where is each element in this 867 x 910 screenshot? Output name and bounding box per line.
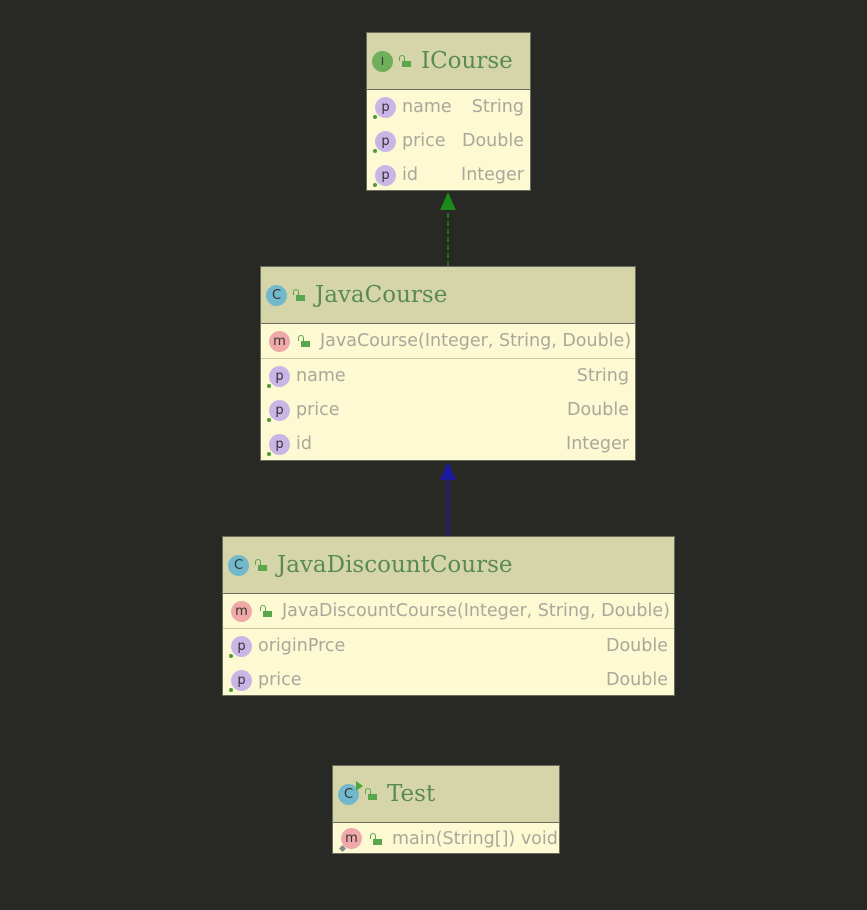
property-type: Double: [566, 400, 629, 420]
class-box-icourse[interactable]: I ICourse p name String p price Double p…: [366, 32, 531, 191]
property-row[interactable]: p price Double: [223, 663, 674, 697]
method-row[interactable]: m JavaCourse(Integer, String, Double): [261, 324, 635, 358]
property-name: id: [402, 165, 418, 185]
class-title: Test: [387, 781, 436, 807]
method-icon: m: [338, 828, 362, 853]
property-name: id: [296, 434, 312, 454]
property-name: price: [402, 131, 446, 151]
runnable-class-icon: C: [338, 780, 363, 805]
class-box-javadiscountcourse[interactable]: C JavaDiscountCourse m JavaDiscountCours…: [222, 536, 675, 696]
property-icon: p: [267, 399, 290, 422]
extends-arrowhead: [440, 462, 456, 480]
property-row[interactable]: p name String: [367, 90, 530, 124]
properties-section: p originPrce Double p price Double: [223, 629, 674, 697]
property-name: price: [258, 670, 302, 690]
property-type: Integer: [461, 165, 524, 185]
method-signature: JavaCourse(Integer, String, Double): [320, 331, 632, 351]
class-header[interactable]: C JavaCourse: [261, 267, 635, 324]
property-type: String: [471, 97, 524, 117]
properties-section: p name String p price Double p id Intege…: [367, 90, 530, 192]
class-header[interactable]: I ICourse: [367, 33, 530, 90]
method-icon: m: [231, 600, 252, 622]
method-row[interactable]: m JavaDiscountCourse(Integer, String, Do…: [223, 594, 674, 628]
property-icon: p: [229, 669, 252, 692]
property-icon: p: [229, 635, 252, 658]
public-lock-icon: [399, 55, 411, 67]
property-icon: p: [373, 130, 396, 153]
public-lock-icon: [255, 559, 267, 571]
property-icon: p: [267, 433, 290, 456]
property-type: Double: [605, 636, 668, 656]
method-row[interactable]: m main(String[]) void: [333, 823, 559, 854]
class-title: ICourse: [421, 48, 513, 74]
property-type: Integer: [566, 434, 629, 454]
interface-icon: I: [372, 50, 393, 72]
property-icon: p: [373, 164, 396, 187]
class-box-test[interactable]: C Test m main(String[]) void: [332, 765, 560, 854]
public-lock-icon: [298, 335, 310, 347]
class-title: JavaDiscountCourse: [277, 552, 513, 578]
property-row[interactable]: p name String: [261, 359, 635, 393]
property-name: originPrce: [258, 636, 346, 656]
class-box-javacourse[interactable]: C JavaCourse m JavaCourse(Integer, Strin…: [260, 266, 636, 461]
class-icon: C: [266, 284, 287, 306]
property-row[interactable]: p price Double: [367, 124, 530, 158]
methods-section: m JavaDiscountCourse(Integer, String, Do…: [223, 594, 674, 629]
property-row[interactable]: p originPrce Double: [223, 629, 674, 663]
properties-section: p name String p price Double p id Intege…: [261, 359, 635, 461]
class-header[interactable]: C JavaDiscountCourse: [223, 537, 674, 594]
class-icon: C: [228, 554, 249, 576]
methods-section: m JavaCourse(Integer, String, Double): [261, 324, 635, 359]
property-name: price: [296, 400, 340, 420]
property-name: name: [296, 366, 346, 386]
property-type: Double: [605, 670, 668, 690]
property-row[interactable]: p price Double: [261, 393, 635, 427]
property-icon: p: [267, 365, 290, 388]
methods-section: m main(String[]) void: [333, 823, 559, 854]
method-signature: main(String[]) void: [392, 828, 558, 849]
property-row[interactable]: p id Integer: [261, 427, 635, 461]
public-lock-icon: [293, 289, 305, 301]
public-lock-icon: [365, 788, 377, 800]
method-signature: JavaDiscountCourse(Integer, String, Doub…: [282, 601, 670, 621]
public-lock-icon: [260, 605, 272, 617]
property-icon: p: [373, 96, 396, 119]
class-title: JavaCourse: [315, 282, 448, 308]
method-icon: m: [269, 330, 290, 352]
property-type: Double: [461, 131, 524, 151]
public-lock-icon: [370, 832, 382, 845]
implements-arrowhead: [440, 192, 456, 210]
property-row[interactable]: p id Integer: [367, 158, 530, 192]
class-header[interactable]: C Test: [333, 766, 559, 823]
property-type: String: [576, 366, 629, 386]
property-name: name: [402, 97, 452, 117]
